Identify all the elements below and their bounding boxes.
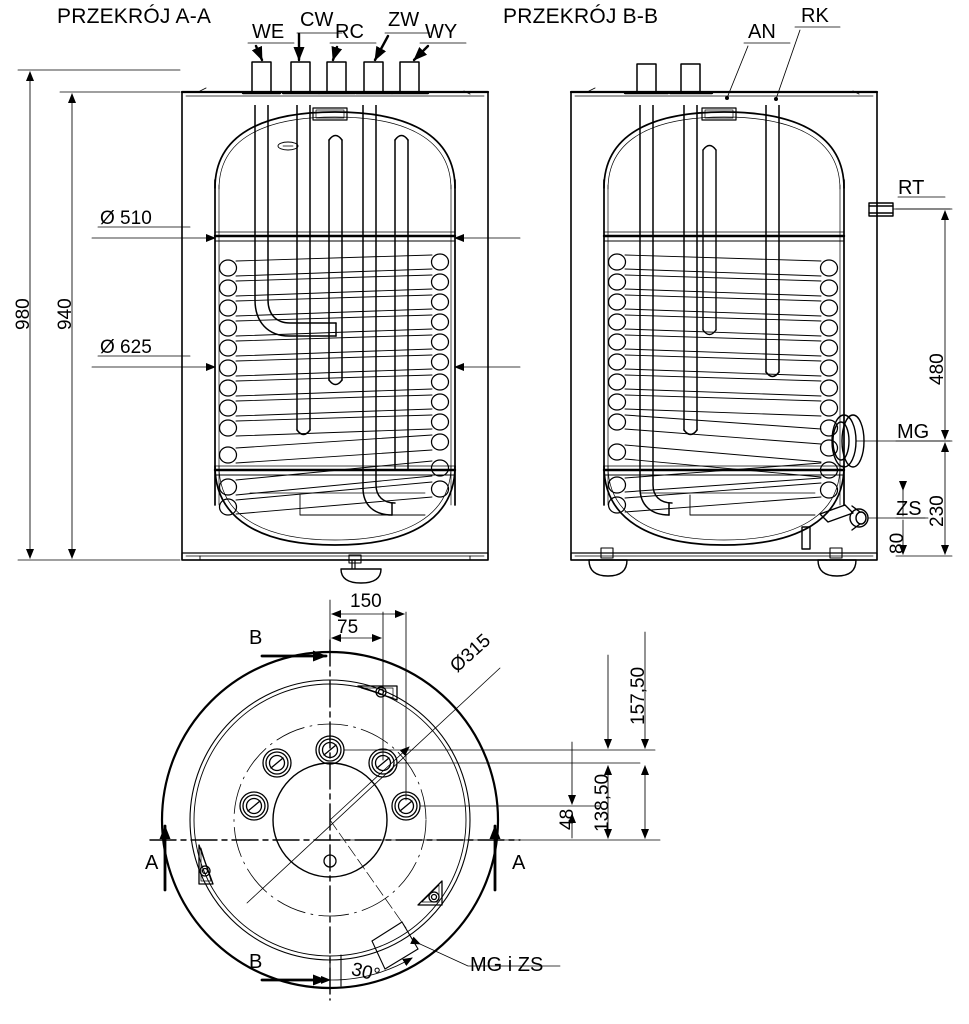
dimension-lines-left — [17, 69, 521, 561]
dim-138-50: 138,50 — [592, 773, 613, 832]
dim-dia-510: Ø 510 — [100, 208, 152, 229]
dim-dia-625: Ø 625 — [100, 337, 152, 358]
dim-48: 48 — [557, 808, 578, 830]
dimension-lines-right — [855, 196, 953, 557]
port-label-rt: RT — [898, 177, 925, 199]
section-mark-a-left: A — [145, 852, 159, 874]
section-mark-a-right: A — [512, 852, 526, 874]
port-label-we: WE — [252, 21, 285, 43]
section-a-drawing — [180, 61, 490, 584]
port-label-zw: ZW — [388, 9, 420, 31]
dim-80: 80 — [887, 532, 908, 554]
section-a-title: PRZEKRÓJ A-A — [57, 5, 212, 28]
callout-leaders — [247, 26, 841, 101]
section-mark-b-top: B — [249, 627, 263, 649]
dim-150: 150 — [350, 591, 382, 612]
port-label-an: AN — [748, 21, 776, 43]
section-b-drawing — [569, 63, 894, 577]
port-label-mg-i-zs: MG i ZS — [470, 954, 544, 976]
port-label-rk: RK — [801, 5, 829, 27]
plan-view-drawing — [149, 599, 661, 1001]
dim-480: 480 — [927, 353, 948, 385]
section-mark-b-bottom: B — [249, 951, 263, 973]
port-label-mg: MG — [897, 421, 930, 443]
dim-157-50: 157,50 — [628, 666, 649, 725]
dim-75: 75 — [337, 617, 359, 638]
dim-230: 230 — [927, 495, 948, 527]
section-b-title: PRZEKRÓJ B-B — [503, 5, 659, 28]
port-label-wy: WY — [425, 21, 458, 43]
port-label-zs: ZS — [896, 498, 922, 520]
port-label-rc: RC — [335, 21, 364, 43]
port-label-cw: CW — [300, 9, 334, 31]
dim-940: 940 — [55, 298, 76, 330]
dim-980: 980 — [13, 298, 34, 330]
